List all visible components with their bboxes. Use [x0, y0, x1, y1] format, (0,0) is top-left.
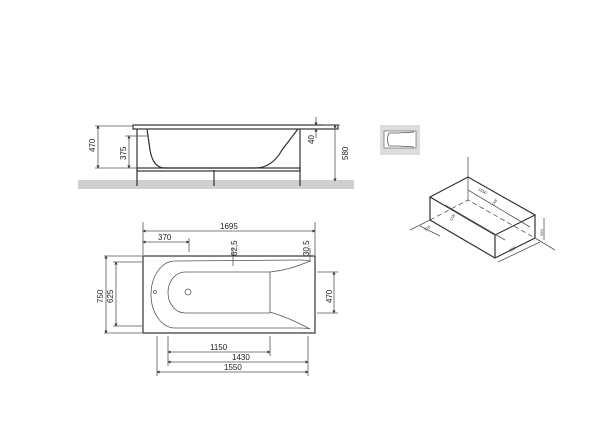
inner-length-a-label: 1430 — [232, 353, 250, 362]
iso-width-label: 580 — [508, 245, 517, 253]
bowl-outline — [150, 259, 311, 330]
overflow-icon — [153, 290, 157, 294]
rim-end-label: 30,5 — [302, 240, 311, 256]
iso-cw-a-label: CW — [491, 198, 499, 206]
foot-width-label: 470 — [325, 289, 334, 303]
height-inner-label: 375 — [119, 146, 128, 160]
top-view: 1695 370 62,5 30,5 750 625 470 1150 1430… — [96, 222, 338, 376]
floor — [78, 180, 354, 189]
drain-icon — [184, 288, 192, 296]
height-legs-label: 580 — [341, 146, 350, 160]
iso-cw-b-label: CW — [449, 213, 457, 221]
rim — [132, 124, 339, 130]
inner-width-label: 625 — [106, 289, 115, 303]
rim-label: 40 — [307, 135, 316, 144]
tub-outline — [142, 255, 316, 334]
rim-side-label: 62,5 — [230, 240, 239, 256]
side-view: 470 375 580 40 — [78, 117, 354, 189]
inner-length-b-label: 1550 — [224, 363, 242, 372]
head-offset-label: 370 — [158, 233, 172, 242]
iso-height-label: 250 — [539, 229, 544, 236]
floor-outline — [167, 271, 271, 314]
isometric-view: 1550 CW CW 270 580 250 — [409, 157, 556, 263]
floor-length-label: 1150 — [210, 343, 228, 352]
iso-length-label: 1550 — [478, 187, 489, 196]
height-total-label: 470 — [88, 138, 97, 152]
tub-body — [146, 128, 299, 169]
iso-offset-label: 270 — [423, 224, 432, 232]
length-label: 1695 — [220, 222, 238, 231]
width-label: 750 — [96, 289, 105, 303]
thumbnail — [380, 125, 420, 155]
